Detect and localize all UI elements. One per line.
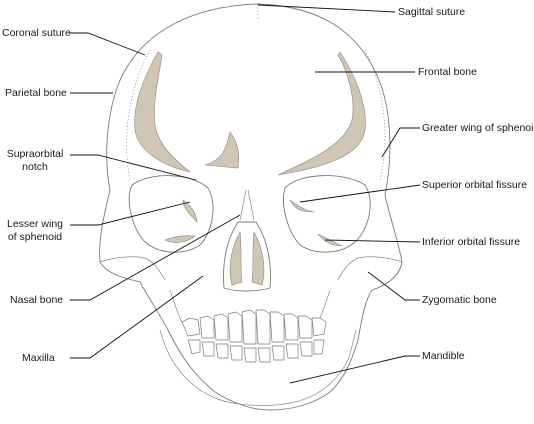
upper-teeth: [181, 309, 327, 345]
nasal-bone-shape: [239, 189, 255, 221]
label-inferior-orbital-fissure: Inferior orbital fissure: [422, 236, 521, 248]
lower-teeth: [187, 339, 325, 363]
leader-lines: [68, 4, 421, 384]
coronal-suture-line-left: [126, 49, 151, 181]
label-sagittal-suture: Sagittal suture: [398, 6, 466, 18]
label-lesser-wing-of-sphenoid: Lesser wing of sphenoid: [2, 218, 68, 244]
cranium-outline: [99, 3, 403, 411]
label-nasal-bone: Nasal bone: [10, 294, 64, 306]
mandible-outline: [159, 329, 357, 406]
frontal-shade-right: [277, 51, 366, 176]
label-lesser-wing-line2: of sphenoid: [7, 231, 63, 243]
leader-zygomatic-bone: [367, 271, 420, 301]
leader-superior-orbital-fissure: [299, 184, 421, 203]
nasal-shade-left: [229, 231, 243, 286]
leader-nasal-bone: [70, 214, 241, 301]
leader-maxilla: [70, 275, 204, 359]
label-coronal-suture: Coronal suture: [2, 27, 71, 39]
left-zygomatic: [99, 256, 166, 281]
label-supraorbital-notch-line2: notch: [22, 161, 48, 173]
label-greater-wing-of-sphenoid: Greater wing of sphenoid: [422, 122, 534, 134]
left-superior-orbital-fissure: [182, 199, 198, 223]
coronal-suture-line-right: [364, 49, 386, 181]
label-supraorbital-notch-line1: Supraorbital: [6, 148, 64, 160]
nasal-shade-right: [251, 231, 265, 286]
frontal-shade-left: [134, 51, 191, 173]
label-parietal-bone: Parietal bone: [5, 87, 67, 99]
label-maxilla: Maxilla: [22, 352, 55, 364]
glabella-shade: [204, 131, 240, 169]
leader-mandible: [289, 355, 420, 384]
leader-supraorbital-notch: [70, 154, 197, 181]
leader-coronal-suture: [68, 32, 146, 56]
left-orbit: [128, 175, 214, 253]
label-frontal-bone: Frontal bone: [418, 66, 477, 78]
leader-sagittal-suture: [257, 4, 396, 13]
label-supraorbital-notch: Supraorbital notch: [2, 148, 68, 174]
leader-inferior-orbital-fissure: [324, 239, 421, 243]
left-inferior-orbital-fissure: [164, 235, 196, 243]
leader-greater-wing: [381, 127, 420, 158]
right-zygomatic: [337, 256, 403, 281]
label-superior-orbital-fissure: Superior orbital fissure: [422, 179, 528, 191]
right-superior-orbital-fissure: [289, 199, 316, 213]
label-lesser-wing-line1: Lesser wing: [6, 218, 64, 230]
label-mandible: Mandible: [422, 350, 465, 362]
label-zygomatic-bone: Zygomatic bone: [422, 294, 497, 306]
leader-lesser-wing: [70, 201, 191, 226]
